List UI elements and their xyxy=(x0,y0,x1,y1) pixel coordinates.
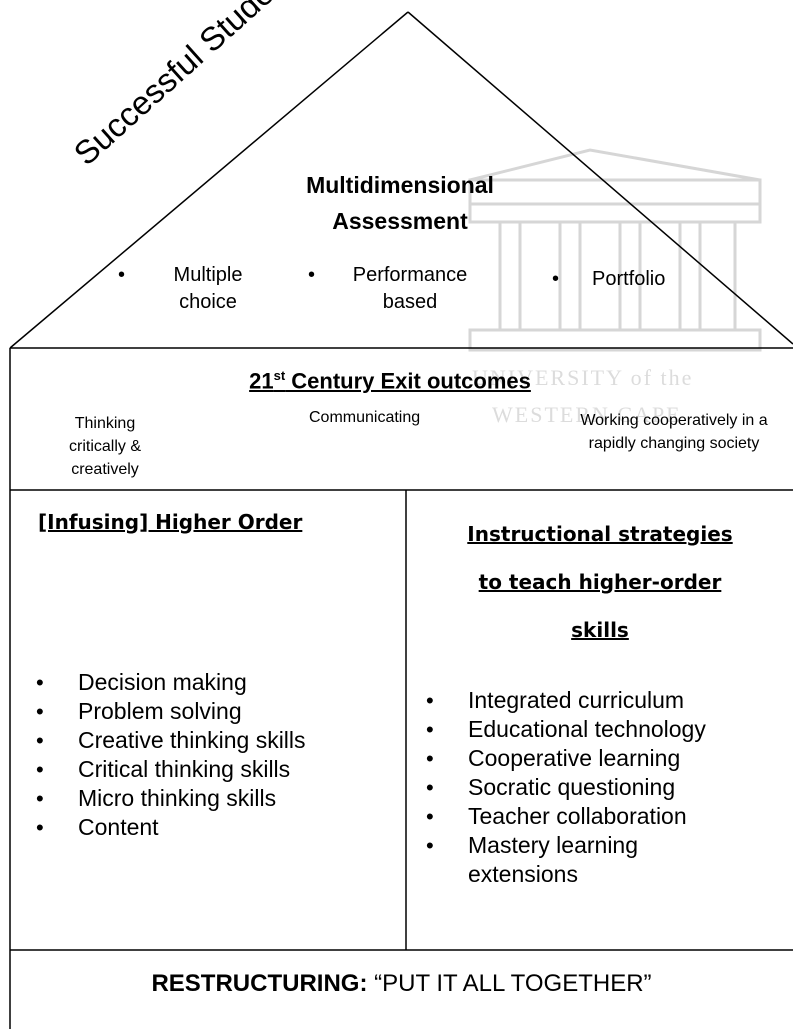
roof-item-portfolio: • Portfolio xyxy=(552,266,665,293)
exit-title-sup: st xyxy=(273,368,286,383)
roof-item-line1: Multiple xyxy=(173,264,243,286)
outcome-line: Thinking xyxy=(74,415,136,432)
strategies-title-line: to teach higher-order xyxy=(478,570,722,594)
outcome-communicating: Communicating xyxy=(309,409,421,426)
list-item: Creative thinking skills xyxy=(30,726,306,755)
assessment-title-line2: Assessment xyxy=(332,208,468,234)
strategies-title-line: Instructional strategies xyxy=(467,522,733,546)
list-item: Content xyxy=(30,813,306,842)
list-item: Problem solving xyxy=(30,697,306,726)
assessment-title: Multidimensional Assessment xyxy=(250,167,550,239)
strategies-title-line: skills xyxy=(571,618,629,642)
footer-bold: RESTRUCTURING: xyxy=(151,970,368,997)
bullet-icon: • xyxy=(118,264,126,286)
list-item: Critical thinking skills xyxy=(30,755,306,784)
roof-item-line2: based xyxy=(382,291,438,313)
roof-item-performance: • Performance based xyxy=(308,262,480,316)
list-item-continuation: extensions xyxy=(468,861,578,887)
higher-order-title: [Infusing] Higher Order xyxy=(38,510,303,534)
list-item: Integrated curriculum xyxy=(420,686,706,715)
watermark-line1: UNIVERSITY of the xyxy=(472,365,694,390)
list-item: Mastery learning xyxy=(420,831,706,860)
exit-title-number: 21 xyxy=(249,368,274,394)
list-item: Micro thinking skills xyxy=(30,784,306,813)
outcome-working: Working cooperatively in a rapidly chang… xyxy=(555,409,793,455)
outcome-line: creatively xyxy=(71,461,139,478)
outcome-line: rapidly changing society xyxy=(588,435,760,452)
strategies-list: Integrated curriculum Educational techno… xyxy=(420,686,706,889)
bullet-icon: • xyxy=(308,264,316,286)
outcome-thinking: Thinking critically & creatively xyxy=(30,412,180,484)
list-item: Decision making xyxy=(30,668,306,697)
watermark-line2: WESTERN CAPE xyxy=(492,402,682,427)
strategies-title: Instructional strategies to teach higher… xyxy=(415,510,785,654)
exit-outcomes-title: 21st Century Exit outcomes xyxy=(180,368,600,394)
higher-order-list: Decision making Problem solving Creative… xyxy=(30,668,306,842)
roof-item-line1: Performance xyxy=(352,264,468,286)
exit-title-text: Century Exit outcomes xyxy=(285,368,531,394)
bullet-icon: • xyxy=(552,268,560,290)
list-item: Cooperative learning xyxy=(420,744,706,773)
roof-item-line2: choice xyxy=(179,291,237,313)
list-item: Socratic questioning xyxy=(420,773,706,802)
restructuring-footer: RESTRUCTURING: “PUT IT ALL TOGETHER” xyxy=(10,970,793,998)
assessment-title-line1: Multidimensional xyxy=(306,172,494,198)
outcome-line: critically & xyxy=(68,438,141,455)
roof-item-multiple-choice: • Multiple choice xyxy=(118,262,258,316)
list-item: Educational technology xyxy=(420,715,706,744)
list-item: Teacher collaboration xyxy=(420,802,706,831)
roof-item-line1: Portfolio xyxy=(592,268,666,290)
footer-text: “PUT IT ALL TOGETHER” xyxy=(367,970,652,997)
outcome-line: Working cooperatively in a xyxy=(580,412,768,429)
